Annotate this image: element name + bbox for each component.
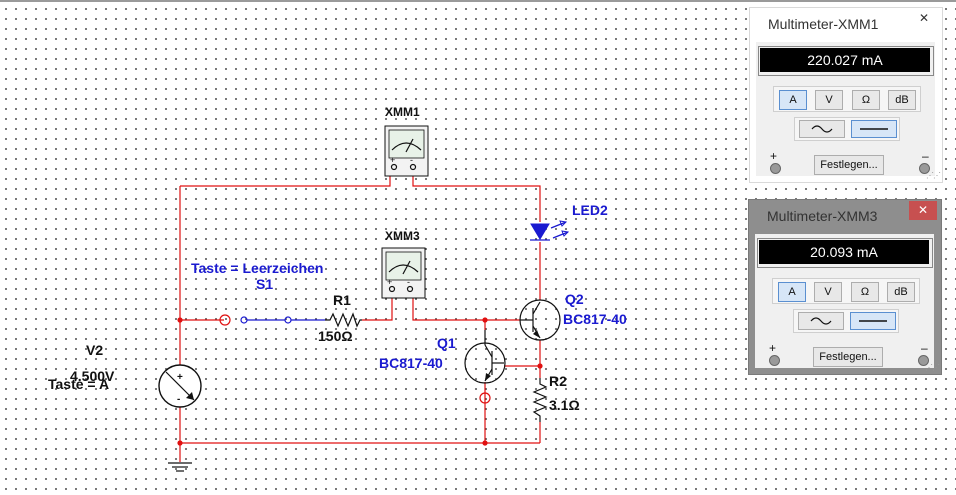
transistor-q1[interactable] (464, 330, 506, 384)
switch-ref: S1 (256, 276, 273, 292)
xmm1-minus: - (410, 155, 413, 165)
junction-dots (177, 317, 543, 446)
transistor-q2[interactable] (519, 299, 561, 341)
xmm3-panel: 20.093 mA A V Ω dB + – Festlegen... (755, 234, 934, 368)
xmm3-plus: + (387, 277, 392, 287)
xmm1-panel: 220.027 mA A V Ω dB + – Festlegen... (756, 42, 935, 176)
xmm3-window-title: Multimeter-XMM3 (767, 208, 878, 224)
xmm1-mode-ampere-button[interactable]: A (779, 90, 807, 110)
xmm3-display-frame (757, 238, 933, 268)
xmm1-set-button[interactable]: Festlegen... (814, 155, 884, 175)
r2-value: 3.1Ω (549, 397, 580, 413)
led-label: LED2 (572, 202, 608, 218)
dc-line-icon (859, 320, 887, 322)
switch-s1[interactable] (219, 314, 325, 326)
xmm1-minus-terminal[interactable] (919, 163, 930, 174)
xmm3-mode-db-button[interactable]: dB (887, 282, 915, 302)
dc-line-icon (860, 128, 888, 130)
q2-label: Q2 (565, 291, 584, 307)
xmm3-titlebar[interactable]: Multimeter-XMM3 ✕ (749, 200, 941, 230)
xmm1-mode-volt-button[interactable]: V (815, 90, 843, 110)
v2-label: V2 (86, 342, 103, 358)
ground-symbol (168, 462, 192, 472)
xmm1-reading: 220.027 mA (760, 48, 930, 72)
xmm1-mode-group: A V Ω dB (773, 86, 921, 112)
xmm1-label: XMM1 (385, 105, 420, 119)
xmm3-mode-ampere-button[interactable]: A (778, 282, 806, 302)
v2-value: 4.500V (70, 368, 115, 384)
window-top-border (0, 0, 956, 2)
led-symbol[interactable] (530, 220, 570, 241)
v2-key: Taste = A (48, 376, 109, 392)
resistor-r2[interactable] (532, 378, 548, 422)
xmm3-ac-button[interactable] (798, 312, 844, 330)
q2-model: BC817-40 (563, 311, 627, 327)
r1-label: R1 (333, 292, 351, 308)
q1-label: Q1 (437, 335, 456, 351)
q1-model: BC817-40 (379, 355, 443, 371)
resistor-r1[interactable] (325, 312, 362, 328)
xmm1-display-frame (758, 46, 934, 76)
multimeter-xmm1-window[interactable]: Multimeter-XMM1 ✕ 220.027 mA A V Ω dB + … (749, 7, 943, 183)
xmm1-resize-grip[interactable]: ⋰⋰ (926, 171, 941, 180)
xmm1-titlebar[interactable]: Multimeter-XMM1 ✕ (750, 8, 942, 38)
sine-wave-icon (811, 125, 833, 133)
xmm3-mode-volt-button[interactable]: V (814, 282, 842, 302)
xmm1-minus-label: – (922, 149, 929, 163)
xmm1-plus: + (390, 155, 395, 165)
xmm3-minus-terminal[interactable] (918, 355, 929, 366)
xmm3-signal-group (793, 309, 899, 333)
xmm3-close-button[interactable]: ✕ (909, 201, 937, 220)
xmm1-mode-ohm-button[interactable]: Ω (852, 90, 880, 110)
r1-value: 150Ω (318, 328, 353, 344)
q1-probe (479, 392, 491, 404)
r2-label: R2 (549, 373, 567, 389)
xmm3-minus-label: – (921, 341, 928, 355)
xmm3-plus-label: + (769, 341, 777, 355)
xmm3-mode-group: A V Ω dB (772, 278, 920, 304)
switch-label: Taste = Leerzeichen (191, 260, 323, 276)
xmm3-minus: - (407, 277, 410, 287)
v2-plus-sign: + (177, 372, 183, 383)
xmm3-set-button[interactable]: Festlegen... (813, 347, 883, 367)
xmm3-dc-button[interactable] (850, 312, 896, 330)
xmm1-mode-db-button[interactable]: dB (888, 90, 916, 110)
sine-wave-icon (810, 317, 832, 325)
xmm3-plus-terminal[interactable] (769, 355, 780, 366)
xmm1-close-button[interactable]: ✕ (918, 11, 930, 25)
v2-minus-sign: - (177, 394, 180, 405)
xmm1-plus-label: + (770, 149, 778, 163)
xmm3-mode-ohm-button[interactable]: Ω (851, 282, 879, 302)
xmm1-ac-button[interactable] (799, 120, 845, 138)
xmm1-instrument[interactable]: + - (384, 125, 429, 177)
multimeter-xmm3-window[interactable]: Multimeter-XMM3 ✕ 20.093 mA A V Ω dB + –… (748, 199, 942, 375)
xmm1-window-title: Multimeter-XMM1 (768, 16, 879, 32)
xmm3-resize-grip[interactable]: ⋰⋰ (925, 363, 940, 372)
xmm1-plus-terminal[interactable] (770, 163, 781, 174)
voltage-source-v2[interactable]: + - (158, 364, 202, 408)
xmm3-instrument[interactable]: + - (381, 247, 426, 299)
xmm3-reading: 20.093 mA (759, 240, 929, 264)
xmm3-label: XMM3 (385, 229, 420, 243)
xmm1-dc-button[interactable] (851, 120, 897, 138)
xmm1-signal-group (794, 117, 900, 141)
